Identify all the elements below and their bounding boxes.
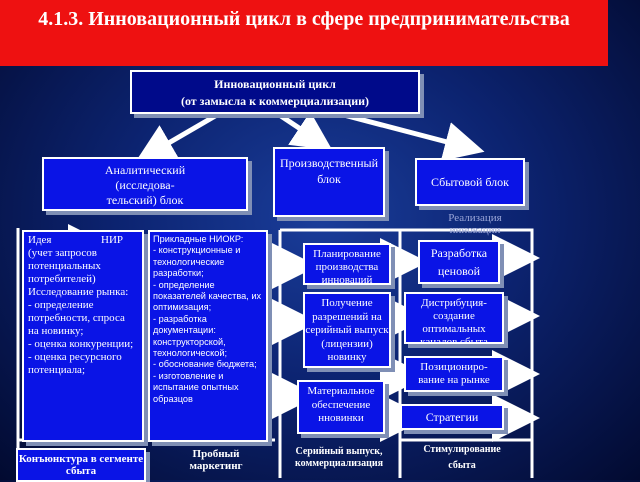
innovation-cycle-box: Инновационный цикл (от замысла к коммерц… xyxy=(130,70,420,114)
sales-block: Сбытовой блок xyxy=(415,158,525,206)
serial-commercialization-label: Серийный выпуск, коммерциализация xyxy=(295,446,383,469)
arrow-to-sales xyxy=(339,111,485,162)
nir-label: НИР xyxy=(101,234,124,246)
sales-realization-label: Реализация инновации xyxy=(448,212,502,236)
sales-stimulation-label: Стимулирование сбыта xyxy=(423,444,501,471)
applied-rnd-box: Прикладные НИОКР: - конструкционные и те… xyxy=(148,230,268,442)
arrow-to-analytical xyxy=(135,109,224,163)
idea-nir-row: Идея НИР xyxy=(28,234,138,247)
idea-research-text: (учет запросов потенциальных потребителе… xyxy=(28,247,134,376)
trial-marketing-label: Пробный маркетинг xyxy=(189,448,243,472)
idea-research-box: Идея НИР (учет запросов потенциальных по… xyxy=(22,230,144,442)
distribution-box: Дистрибуция- создание оптимальных канало… xyxy=(404,292,504,344)
idea-label: Идея xyxy=(28,234,52,246)
analytical-block: Аналитический (исследова- тельский) блок xyxy=(42,157,248,211)
page-title: 4.1.3. Инновационный цикл в сфере предпр… xyxy=(0,0,608,66)
production-block: Производственный блок xyxy=(273,147,385,217)
serial-permits-box: Получение разрешений на серийный выпуск … xyxy=(303,292,391,368)
promotion-strategy-box: Стратегии продвижения xyxy=(400,404,504,430)
production-planning-box: Планирование производства инноваций xyxy=(303,243,391,285)
pricing-policy-box: Разработка ценовой политики xyxy=(418,240,500,284)
arrow-to-production xyxy=(276,111,333,151)
positioning-box: Позициониро- вание на рынке xyxy=(404,356,504,392)
page-title-text: 4.1.3. Инновационный цикл в сфере предпр… xyxy=(38,8,570,30)
conjuncture-box: Конъюнктура в сегменте сбыта xyxy=(16,448,146,482)
material-supply-box: Материальное обеспечение нновинки xyxy=(297,380,385,434)
